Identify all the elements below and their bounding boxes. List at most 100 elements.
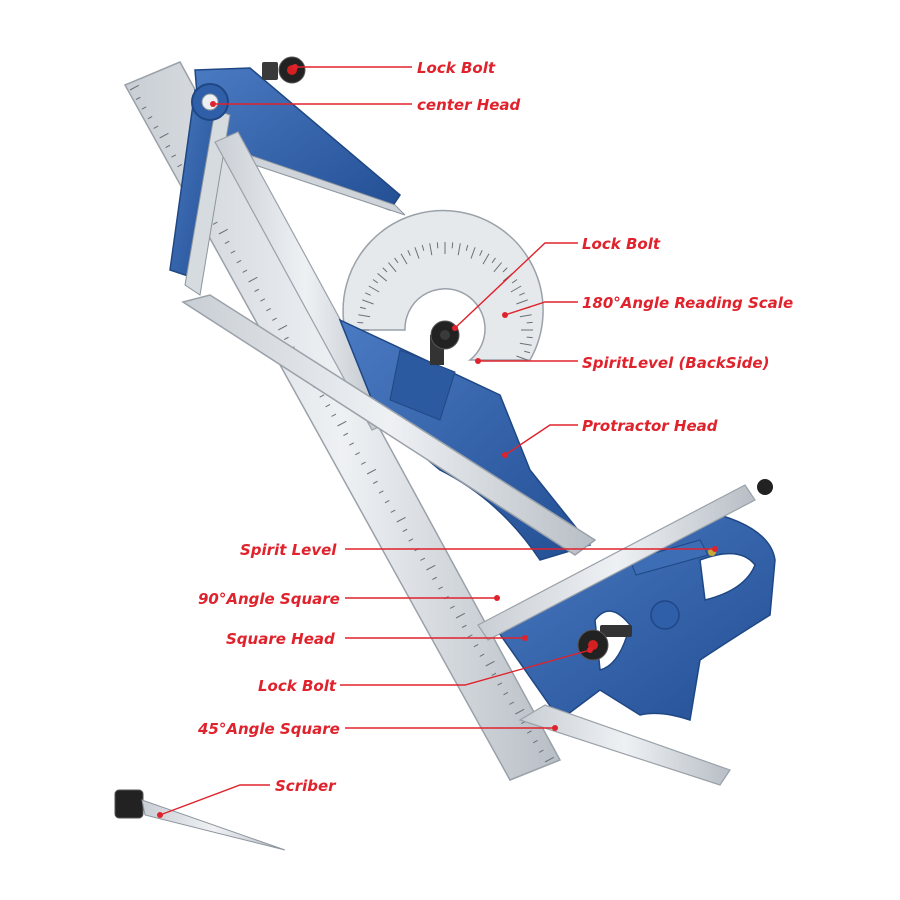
- rule-tick: [438, 586, 443, 590]
- dial-tick: [414, 247, 420, 259]
- rule-tick: [141, 106, 147, 110]
- rule-tick: [455, 612, 466, 619]
- rule-tick: [544, 756, 555, 763]
- rule-tick: [129, 84, 140, 91]
- dial-tick: [519, 292, 525, 296]
- label-lock-bolt-center: Lock Bolt: [417, 59, 496, 77]
- square-head-edge: [477, 484, 756, 641]
- dial-tick: [491, 257, 496, 264]
- rule-tick: [135, 96, 141, 101]
- label-lock-bolt-square: Lock Bolt: [258, 677, 337, 695]
- rule-tick: [147, 116, 153, 120]
- dial-tick: [394, 257, 399, 264]
- dial-tick: [493, 262, 502, 273]
- rule-tick: [390, 509, 396, 513]
- rule-tick: [360, 461, 366, 465]
- dial-tick: [365, 292, 371, 296]
- rule-tick: [479, 653, 485, 657]
- dial-tick: [362, 299, 374, 305]
- rule-tick: [355, 452, 360, 456]
- label-spirit-level-back: SpiritLevel (BackSide): [582, 354, 769, 372]
- rule-tick: [224, 240, 230, 245]
- dial-tick: [368, 285, 380, 293]
- rule-tick: [378, 490, 384, 494]
- label-square-head: Square Head: [226, 630, 335, 648]
- dial-tick: [451, 242, 454, 249]
- rule-tick: [538, 749, 544, 753]
- rule-tick: [266, 308, 271, 312]
- dial-tick: [429, 243, 433, 256]
- dial-tick: [382, 267, 388, 273]
- rule-tick: [171, 154, 177, 158]
- rule-tick: [236, 260, 242, 264]
- label-spirit-level: Spirit Level: [240, 541, 337, 559]
- dial-tick: [359, 306, 366, 310]
- rule-tick: [165, 144, 171, 149]
- rule-tick: [461, 624, 467, 629]
- rule-tick: [509, 701, 515, 705]
- dial-tick: [457, 243, 461, 256]
- dial-tick: [357, 321, 364, 324]
- dial-tick: [516, 355, 528, 361]
- rule-tick: [337, 420, 347, 427]
- dial-tick: [465, 244, 469, 251]
- rule-tick: [325, 404, 331, 408]
- rule-tick: [491, 672, 497, 677]
- angle-square-45-edge: [518, 704, 731, 786]
- dial-tick: [502, 267, 508, 273]
- dial-tick: [400, 253, 408, 265]
- label-angle-scale: 180°Angle Reading Scale: [582, 294, 793, 312]
- rule-tick: [396, 516, 406, 523]
- dial-tick: [482, 253, 490, 265]
- dial-tick: [372, 279, 379, 284]
- rule-tick: [153, 125, 159, 129]
- rule-tick: [485, 660, 495, 667]
- rule-tick: [283, 336, 289, 341]
- rule-tick: [426, 564, 436, 571]
- rule-tick: [402, 528, 408, 533]
- leader-lines: [157, 64, 718, 818]
- rule-tick: [372, 480, 378, 485]
- dial-tick: [516, 299, 528, 305]
- rule-tick: [449, 605, 455, 609]
- center-lock-bolt-icon: [262, 56, 306, 84]
- dial-tick: [377, 273, 388, 282]
- rule-tick: [384, 500, 390, 504]
- dial-tick: [526, 336, 533, 339]
- label-90-square: 90°Angle Square: [198, 590, 340, 608]
- rule-tick: [515, 708, 525, 715]
- leader-scriber: [159, 784, 270, 816]
- label-protractor-head: Protractor Head: [582, 417, 718, 435]
- dial-tick: [436, 242, 439, 249]
- dial-tick: [388, 262, 397, 273]
- leader-lock-bolt-protractor: [454, 242, 578, 329]
- rule-tick: [532, 740, 538, 744]
- rule-tick: [331, 413, 337, 417]
- leader-lock-bolt-square: [340, 649, 591, 686]
- rule-tick: [497, 682, 503, 686]
- dial-tick: [358, 314, 371, 318]
- dial-tick: [519, 314, 532, 318]
- dial-ticks: [357, 242, 533, 361]
- rule-tick: [272, 317, 277, 321]
- rule-tick: [218, 228, 228, 235]
- scriber-icon: [114, 789, 286, 851]
- rule-tick: [212, 221, 218, 225]
- rule-tick: [254, 288, 260, 293]
- rule-tick: [503, 692, 509, 696]
- rule-tick: [366, 468, 377, 475]
- dial-tick: [519, 342, 532, 346]
- leader-angle-scale: [504, 301, 578, 316]
- label-center-head: center Head: [417, 96, 521, 114]
- rule-tick: [432, 576, 437, 581]
- protractor-dial: [342, 209, 544, 361]
- rule-tick: [408, 538, 414, 542]
- rule-tick: [319, 394, 325, 398]
- label-45-square: 45°Angle Square: [197, 720, 340, 738]
- leader-protractor-head: [504, 424, 578, 456]
- rule-tick: [230, 250, 236, 254]
- rule-tick: [420, 557, 426, 561]
- rule-tick: [159, 132, 169, 139]
